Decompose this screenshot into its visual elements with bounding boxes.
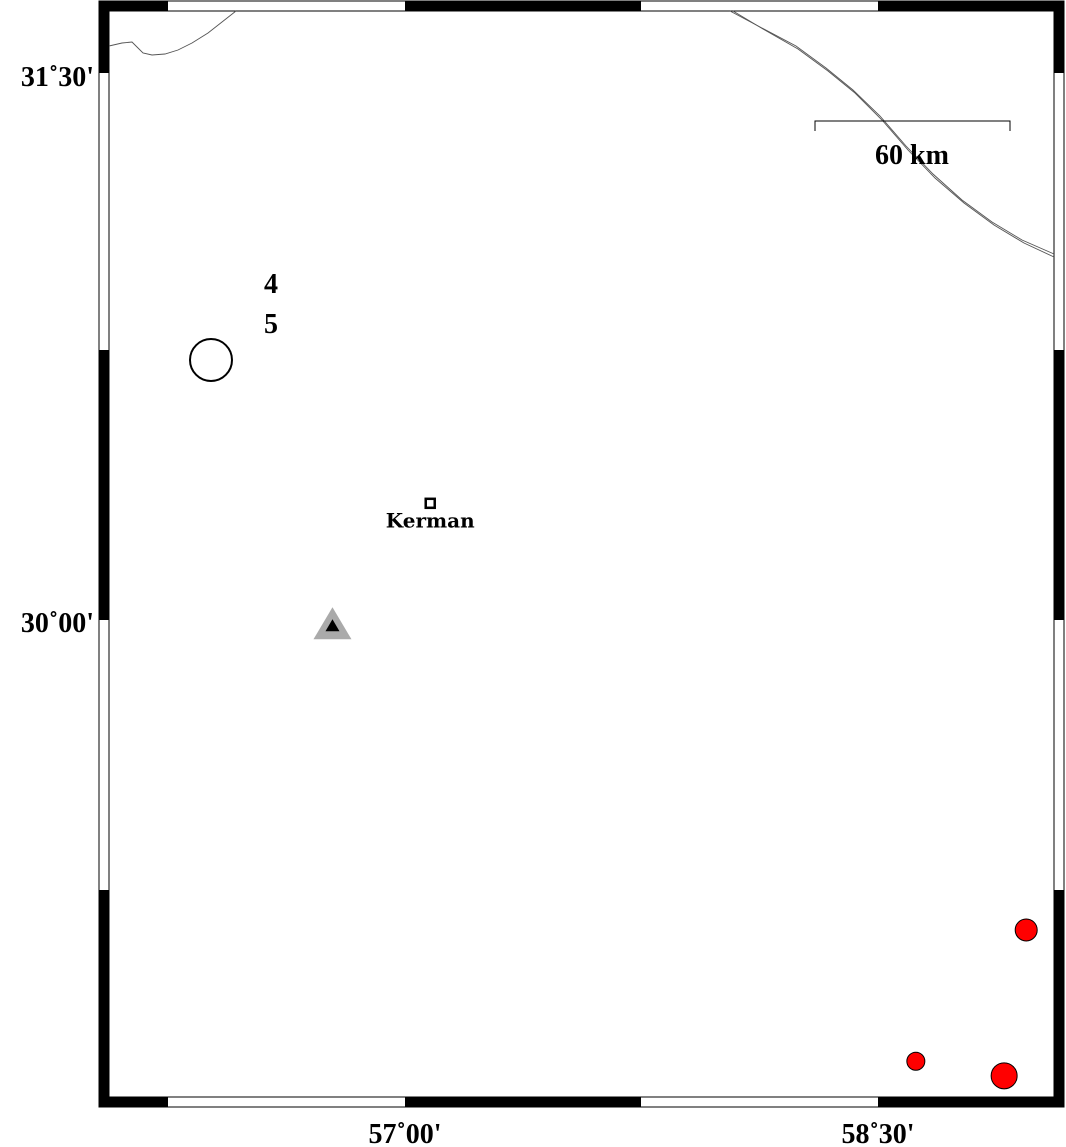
magnitude-legend-4: 4 (264, 269, 278, 300)
event-circle-3 (990, 1062, 1018, 1090)
map-frame (98, 0, 1065, 1108)
lat-label-31-30: 31˚30' (21, 62, 94, 93)
boundary-line-northwest (108, 10, 237, 56)
station-inner-triangle-icon (325, 619, 340, 632)
city-square-icon (424, 497, 436, 510)
lon-label-58-30: 58˚30' (841, 1119, 914, 1147)
lat-label-30-00: 30˚00' (21, 608, 94, 639)
event-markers (906, 918, 1038, 1090)
magnitude-legend-circle (189, 338, 233, 382)
event-circle-1 (1014, 918, 1038, 942)
magnitude-legend-5: 5 (264, 309, 278, 340)
boundary-line-northeast-a (729, 10, 1055, 255)
left-border (98, 0, 110, 1108)
scale-bar-label: 60 km (875, 140, 949, 171)
latitude-labels: 31˚30' 30˚00' (21, 62, 94, 639)
city-label: Kerman (386, 508, 475, 532)
scale-bar-line (814, 120, 1011, 131)
lon-label-57-00: 57˚00' (368, 1119, 441, 1147)
bottom-border (103, 1096, 1059, 1108)
boundary-line-northeast-b (732, 10, 1055, 258)
station-marker (313, 607, 352, 640)
scale-bar: 60 km (814, 120, 1011, 171)
magnitude-legend: 4 5 (189, 269, 278, 382)
city-marker: Kerman (386, 497, 475, 532)
boundary-lines (108, 10, 1055, 258)
top-border (103, 0, 1059, 12)
event-circle-2 (906, 1051, 926, 1071)
right-border (1053, 0, 1065, 1108)
longitude-labels: 57˚00' 58˚30' (368, 1119, 914, 1147)
